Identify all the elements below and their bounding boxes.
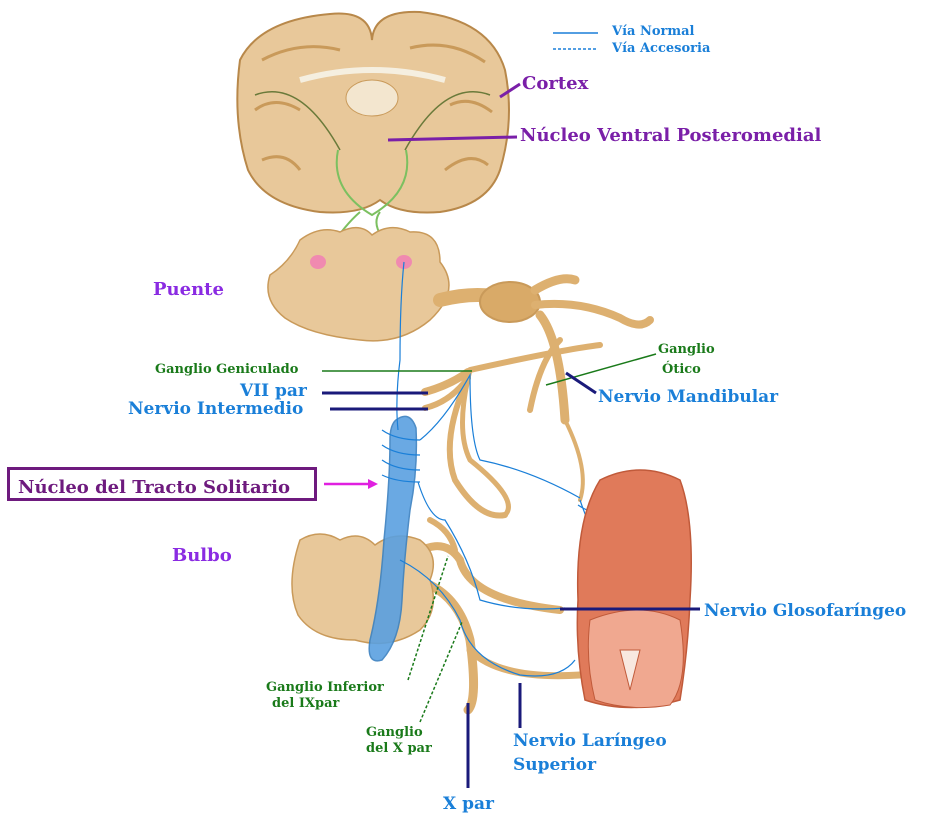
label-vii-par: VII par	[240, 381, 307, 401]
label-nervio-intermedio: Nervio Intermedio	[128, 399, 304, 419]
label-puente: Puente	[153, 279, 224, 300]
label-laringeo-line2: Superior	[513, 755, 597, 775]
brain-coronal-section	[236, 10, 510, 217]
legend-normal-label: Vía Normal	[612, 24, 695, 39]
solitary-tract-nucleus	[368, 415, 418, 662]
label-ganglio-otico-line2: Ótico	[662, 362, 701, 377]
pointer-lines	[322, 82, 700, 788]
label-ganglio-inferior-line1: Ganglio Inferior	[266, 680, 384, 695]
pons-section	[267, 226, 450, 342]
label-bulbo: Bulbo	[172, 545, 232, 566]
label-nervio-mandibular: Nervio Mandibular	[598, 387, 779, 407]
medulla-section	[291, 533, 435, 645]
legend-accessory-label: Vía Accesoria	[612, 41, 711, 56]
label-box-nts: Núcleo del Tracto Solitario	[7, 467, 317, 501]
facial-nerve	[421, 368, 508, 519]
label-ganglio-inferior-line2: del IXpar	[272, 696, 340, 711]
label-ganglio-otico-line1: Ganglio	[658, 342, 715, 357]
label-ganglio-x-line2: del X par	[366, 741, 432, 756]
trigeminal-nerve	[433, 274, 654, 518]
label-nucleo-tracto-solitario: Núcleo del Tracto Solitario	[18, 477, 290, 498]
label-cortex: Cortex	[522, 73, 589, 94]
label-laringeo-line1: Nervio Laríngeo	[513, 731, 667, 751]
sensory-pathway-lines	[381, 261, 621, 677]
label-ganglio-x-line1: Ganglio	[366, 725, 423, 740]
tongue-illustration	[576, 469, 692, 709]
label-nervio-glosofaringeo: Nervio Glosofaríngeo	[704, 601, 907, 621]
label-ganglio-geniculado: Ganglio Geniculado	[155, 362, 299, 377]
label-x-par: X par	[443, 794, 494, 814]
label-vpm: Núcleo Ventral Posteromedial	[520, 125, 822, 146]
